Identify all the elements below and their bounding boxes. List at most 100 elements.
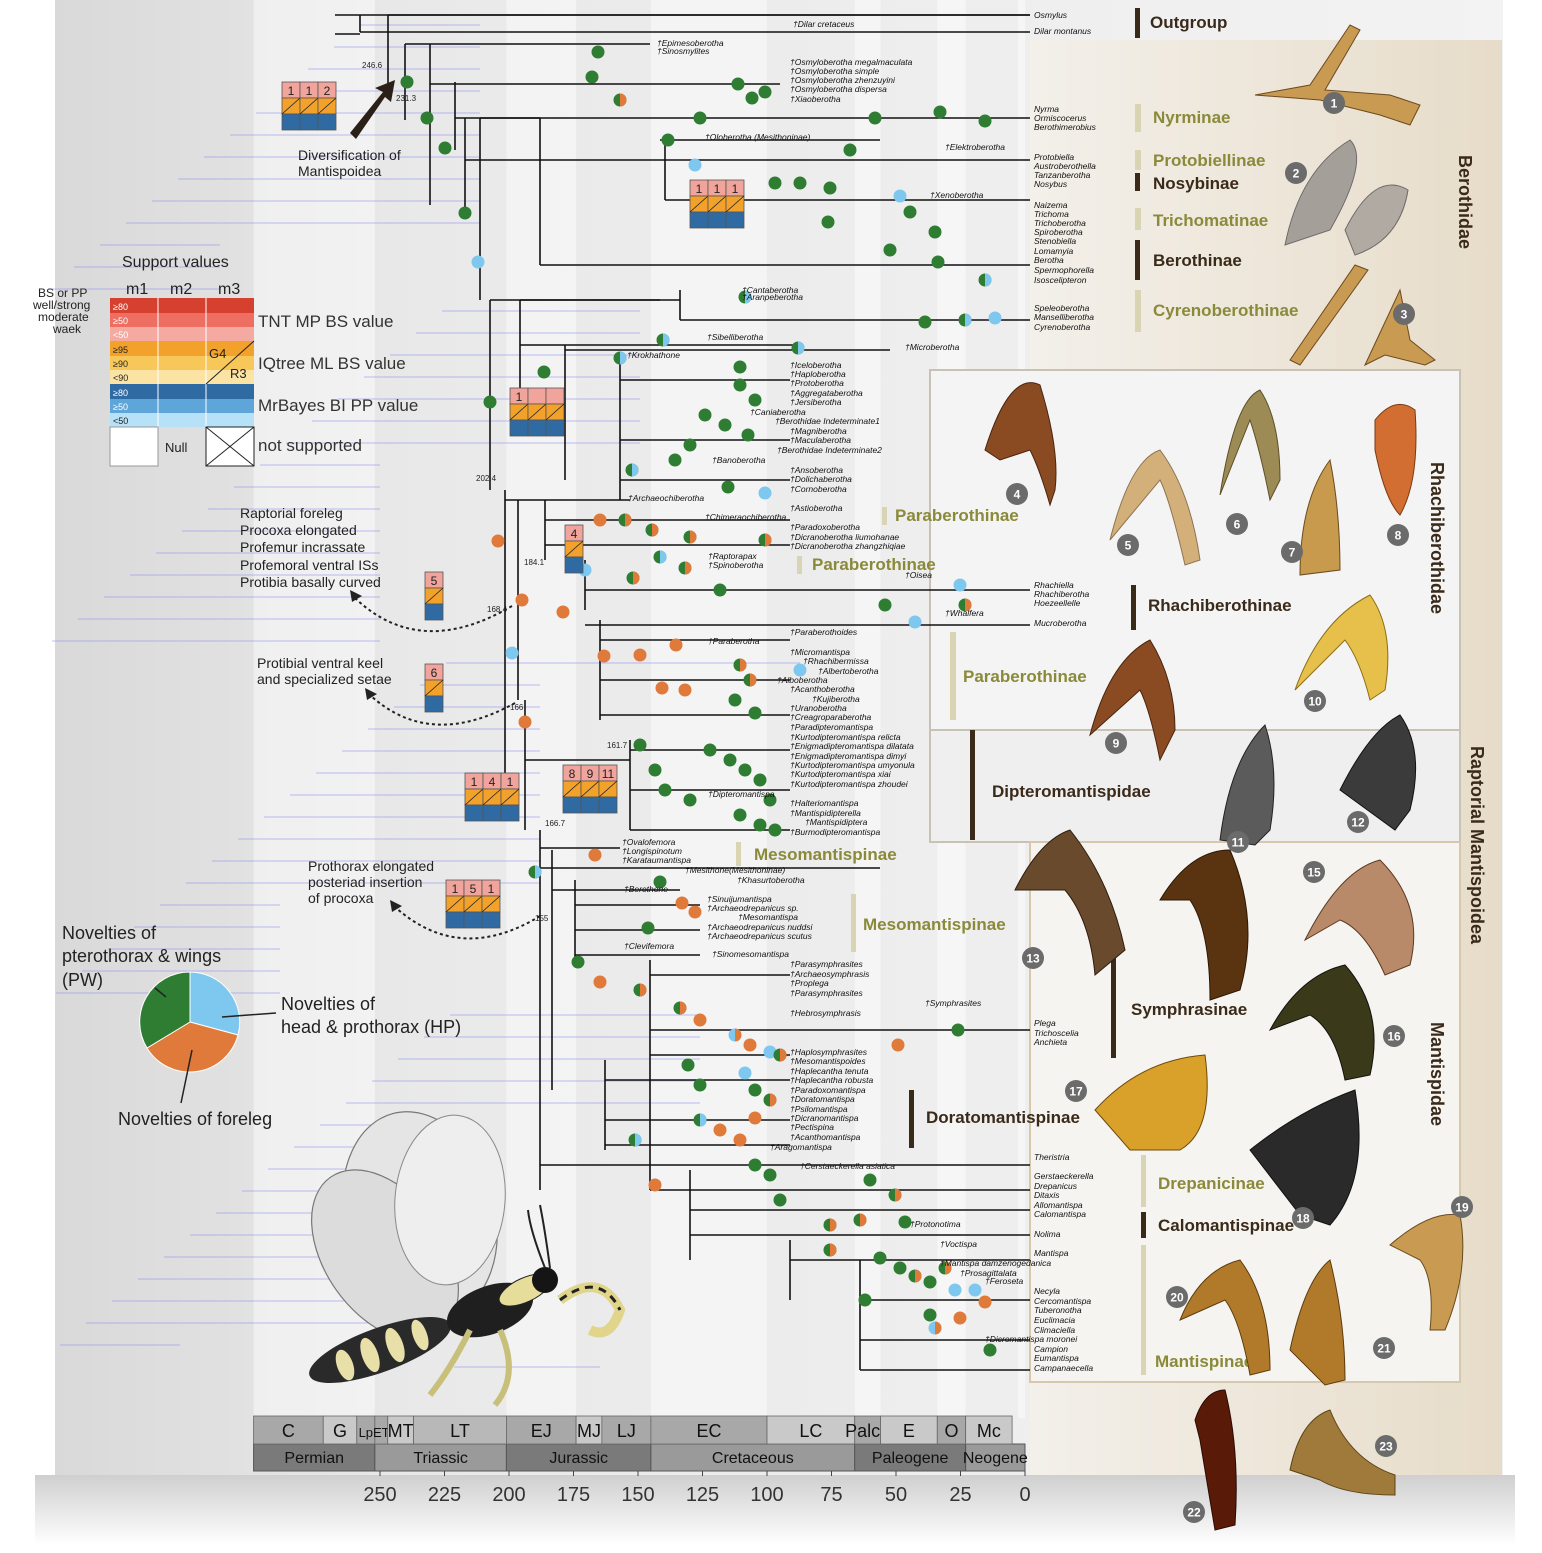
tip-label: †Berothidae Indeterminate2: [777, 445, 882, 455]
epoch-label: Palcn: [845, 1421, 890, 1441]
legend-side: BS or PP: [38, 286, 87, 300]
node-pie: [923, 1308, 937, 1322]
tip-label: †Feroseta: [985, 1276, 1024, 1286]
family-mantispidae: Mantispidae: [1427, 1022, 1447, 1126]
era-label: Triassic: [413, 1450, 468, 1467]
node-pie: [823, 1218, 837, 1232]
epoch-label: LT: [450, 1421, 470, 1441]
legend-col: m1: [126, 281, 148, 298]
tip-label: †Rhachibermissa: [803, 656, 869, 666]
pie-green: [683, 438, 697, 452]
leg-photo-12: [1339, 714, 1417, 831]
clade-dipteromantispidae: Dipteromantispidae: [992, 782, 1151, 801]
matrix-diag: [562, 780, 582, 798]
photo-number: [1383, 1025, 1405, 1047]
node-markers: [400, 45, 1002, 1357]
epoch-label: LC: [799, 1421, 822, 1441]
matrix-cell: [564, 556, 584, 574]
node-pie: [888, 1188, 902, 1202]
matrix-cell: [464, 804, 484, 822]
annotation-line: and specialized setae: [257, 671, 392, 687]
matrix-diag: [598, 780, 618, 798]
node-pie: [823, 181, 837, 195]
pie-slice: [685, 561, 692, 575]
tip-label: †Kujiberotha: [812, 694, 860, 704]
node-age: 166.7: [545, 819, 566, 828]
pie-label: Novelties of: [281, 994, 376, 1014]
tip-label: †Osmyloberotha simple: [790, 66, 880, 76]
era-label: Paleogene: [872, 1450, 949, 1467]
pie-blue: [763, 1045, 777, 1059]
time-band: [650, 0, 767, 1418]
pie-slice: [535, 865, 542, 879]
matrix-count: 1: [306, 84, 313, 98]
epoch-label: Lp: [359, 1425, 373, 1440]
annotation-line: Raptorial foreleg: [240, 505, 343, 521]
era-cell: [854, 1443, 967, 1472]
node-pie: [791, 341, 805, 355]
tip-label: Trichoscelia: [1034, 1028, 1079, 1038]
tip-label: †Haplecantha tenuta: [790, 1066, 869, 1076]
photo-number: [1347, 811, 1369, 833]
time-band: [506, 0, 577, 1418]
matrix-count: 8: [569, 767, 576, 781]
photo-number-text: 8: [1395, 529, 1402, 543]
pie-green: [823, 181, 837, 195]
node-pie: [738, 290, 752, 304]
matrix-cell: [725, 211, 745, 229]
epoch-label: O: [944, 1421, 958, 1441]
legend-side: moderate: [38, 310, 89, 324]
node-pie: [653, 550, 667, 564]
legend-row-label: IQtree ML BS value: [258, 354, 406, 373]
pie-blue: [688, 158, 702, 172]
matrix-count: 1: [714, 182, 721, 196]
tick-label: 225: [428, 1484, 461, 1506]
node-pie: [898, 1215, 912, 1229]
pie-slice: [625, 513, 632, 527]
clade-berothinae: Berothinae: [1153, 251, 1242, 270]
photo-number: [1183, 1501, 1205, 1523]
tip-label: †Creagroparaberotha: [790, 712, 872, 722]
node-pie: [893, 189, 907, 203]
tick-label: 75: [820, 1484, 842, 1506]
family-berothidae: Berothidae: [1455, 155, 1475, 249]
legend-title: Support values: [122, 254, 229, 271]
clade-drepanicinae: Drepanicinae: [1158, 1174, 1265, 1193]
tip-label: †Mantispidipterella: [790, 808, 861, 818]
matrix-f: 6: [424, 663, 444, 713]
tip-label: †Mesomantispoides: [790, 1056, 866, 1066]
photo-number-text: 2: [1293, 167, 1300, 181]
matrix-count: 4: [571, 527, 578, 541]
tip-label: †Aggregataberotha: [790, 388, 863, 398]
matrix-count: 1: [288, 84, 295, 98]
photo-number: [1022, 947, 1044, 969]
tip-label: †Protonotima: [910, 1219, 961, 1229]
legend-col: m3: [218, 281, 240, 298]
epoch-cell: [854, 1415, 881, 1445]
matrix-diag: [545, 403, 565, 421]
pie-green: [681, 1058, 695, 1072]
epoch-label: EC: [696, 1421, 721, 1441]
pie-green: [898, 1215, 912, 1229]
tip-label: †Aranpeberotha: [742, 292, 803, 302]
tip-label: †Acanthomantispa: [790, 1132, 861, 1142]
tip-label: Berothimerobius: [1034, 122, 1097, 132]
leg-photo-18: [1249, 1089, 1360, 1226]
node-age: 246.6: [362, 61, 383, 70]
epoch-cell: [936, 1415, 967, 1445]
tip-label: Cyrenoberotha: [1034, 322, 1091, 332]
legend-row-label: TNT MP BS value: [258, 312, 393, 331]
pie-green: [745, 91, 759, 105]
tip-label: †Psilomantispa: [790, 1104, 848, 1114]
tip-label: †Acanthoberotha: [790, 684, 855, 694]
pie-green: [763, 1168, 777, 1182]
leg-photo-9: [1089, 639, 1176, 762]
pie-green: [713, 583, 727, 597]
pie-green: [763, 793, 777, 807]
photo-number-text: 10: [1308, 695, 1322, 709]
matrix-cell: [598, 796, 618, 814]
threshold: ≥50: [113, 316, 128, 326]
tip-label: Spiroberotha: [1034, 227, 1083, 237]
pie-slice: [700, 1113, 707, 1127]
